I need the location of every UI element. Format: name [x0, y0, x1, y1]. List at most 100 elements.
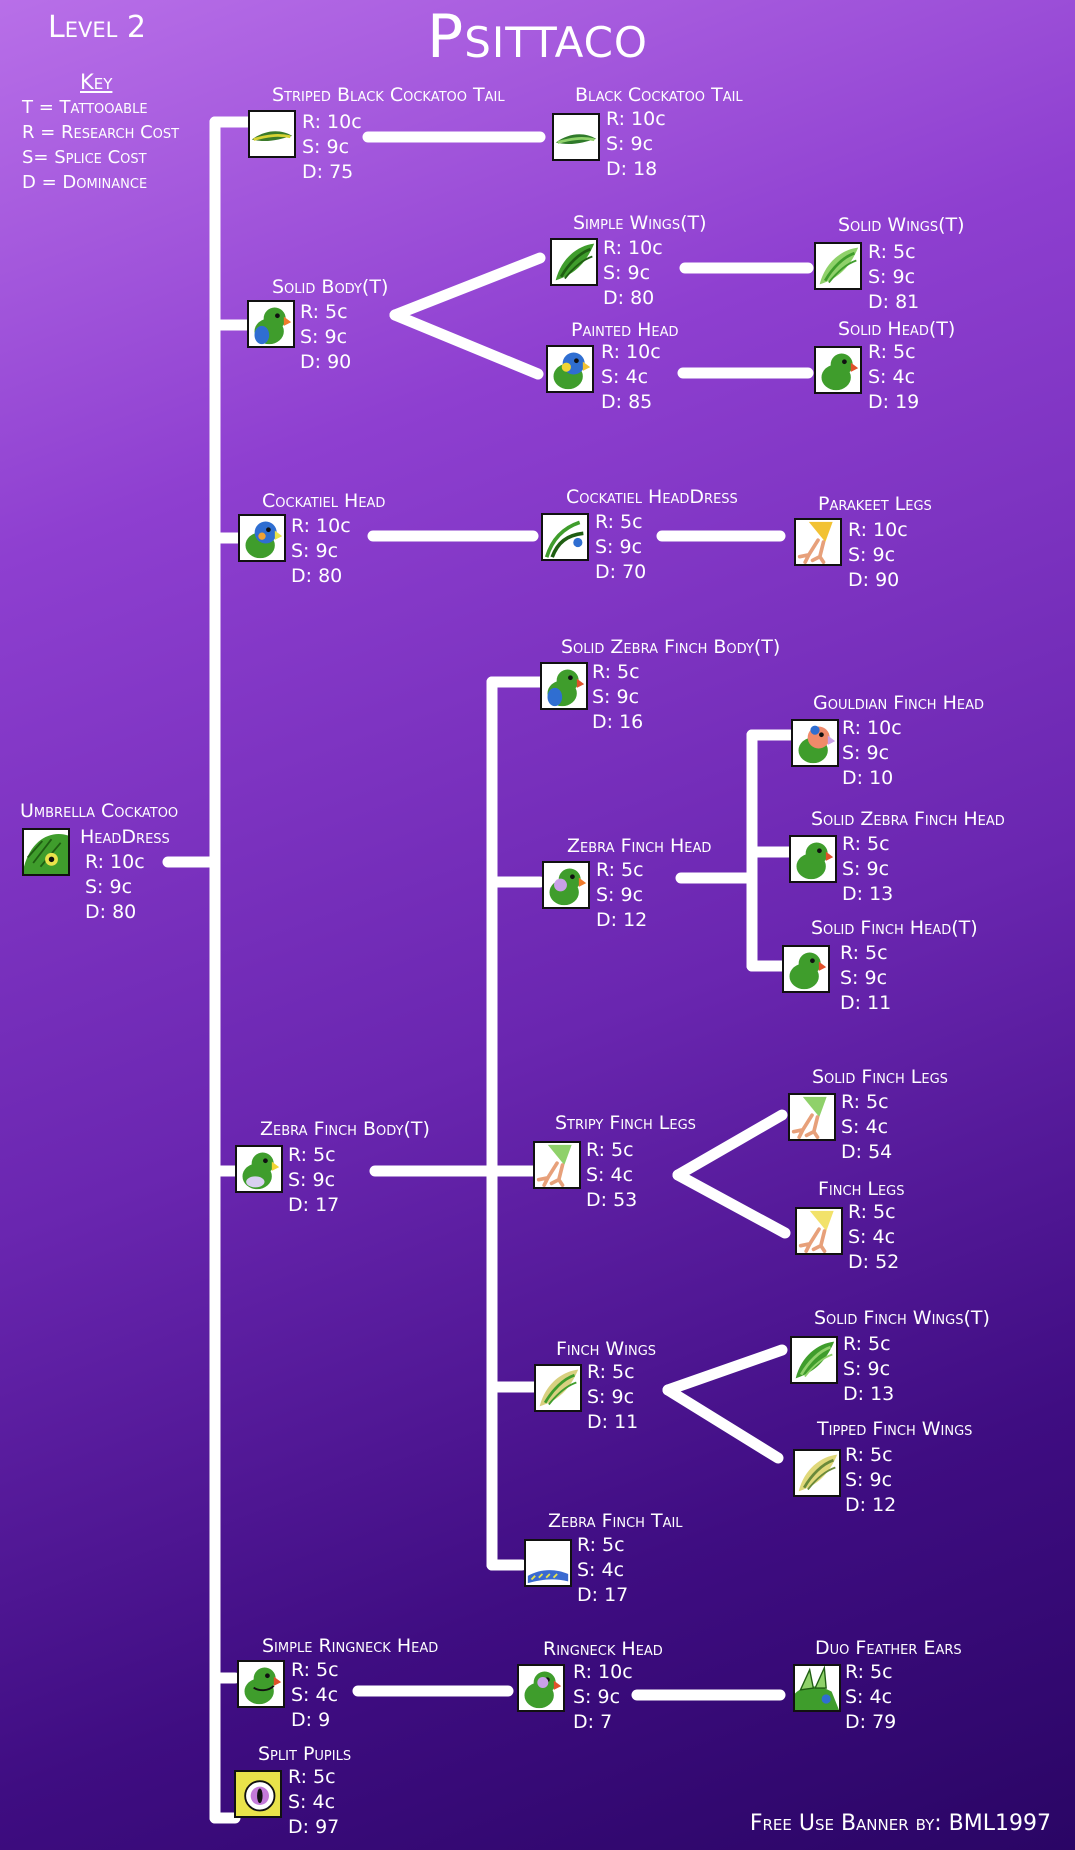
research-cost: R: 5c	[592, 661, 640, 683]
dominance: D: 19	[868, 391, 920, 413]
dominance: D: 16	[592, 711, 644, 733]
research-cost: R: 5c	[843, 1333, 891, 1355]
splice-cost: S: 9c	[596, 884, 644, 906]
gene-stats: R: 5c S: 9c D: 16	[592, 660, 643, 735]
splice-cost: S: 4c	[868, 366, 916, 388]
legend-item: T = Tattooable	[22, 97, 148, 118]
gene-stats: R: 5c S: 4c D: 52	[848, 1200, 899, 1275]
gene-name: Split Pupils	[258, 1743, 352, 1765]
gene-name: Solid Body(T)	[272, 276, 389, 298]
gene-name: Cockatiel Head	[262, 490, 386, 512]
splice-cost: S: 9c	[603, 262, 651, 284]
finch-wings-icon	[534, 1364, 582, 1412]
solid-finch-wings-icon	[790, 1336, 838, 1384]
gene-stats: R: 5c S: 4c D: 17	[577, 1533, 628, 1608]
dominance: D: 85	[601, 391, 653, 413]
gene-name: Striped Black Cockatoo Tail	[272, 84, 505, 106]
level-label: Level 2	[48, 10, 146, 45]
research-cost: R: 5c	[586, 1139, 634, 1161]
gene-name: Solid Zebra Finch Body(T)	[561, 636, 781, 658]
splice-cost: S: 9c	[840, 967, 888, 989]
gene-name: Zebra Finch Head	[567, 835, 712, 857]
stripy-to-solid-finch-legs-line	[672, 1109, 788, 1181]
dominance: D: 75	[302, 161, 354, 183]
dominance: D: 70	[595, 561, 647, 583]
dominance: D: 97	[288, 1816, 340, 1838]
gene-stats: R: 5c S: 4c D: 54	[841, 1090, 892, 1165]
gene-stats: R: 10c S: 9c D: 7	[573, 1660, 633, 1735]
dominance: D: 52	[848, 1251, 900, 1273]
research-cost: R: 10c	[842, 717, 902, 739]
finch-legs-icon	[795, 1207, 843, 1255]
research-cost: R: 5c	[841, 1091, 889, 1113]
dominance: D: 18	[606, 158, 658, 180]
splice-cost: S: 4c	[848, 1226, 896, 1248]
gene-stats: R: 5c S: 9c D: 11	[840, 941, 891, 1016]
gene-name: Solid Finch Head(T)	[811, 917, 978, 939]
research-cost: R: 10c	[848, 519, 908, 541]
dominance: D: 13	[842, 883, 894, 905]
parakeet-legs-icon	[794, 518, 842, 566]
dominance: D: 79	[845, 1711, 897, 1733]
page-title: Psittaco	[427, 2, 648, 72]
gene-name: Finch Legs	[818, 1178, 905, 1200]
umbrella-cockatoo-headdress-icon	[22, 828, 70, 876]
gene-stats: R: 5c S: 9c D: 81	[868, 240, 919, 315]
dominance: D: 10	[842, 767, 894, 789]
solid-body-to-painted-head-line	[389, 309, 544, 380]
credit-text: Free Use Banner by: BML1997	[749, 1811, 1051, 1836]
cockatiel-head-icon	[238, 514, 286, 562]
black-cockatoo-tail-icon	[552, 113, 600, 161]
gene-stats: R: 5c S: 4c D: 53	[586, 1138, 637, 1213]
research-cost: R: 5c	[596, 859, 644, 881]
gene-stats: R: 5c S: 9c D: 13	[843, 1332, 894, 1407]
dominance: D: 90	[300, 351, 352, 373]
solid-finch-head-icon	[782, 945, 830, 993]
gene-name-line2: HeadDress	[80, 826, 170, 848]
splice-cost: S: 9c	[842, 742, 890, 764]
research-cost: R: 5c	[288, 1144, 336, 1166]
research-cost: R: 10c	[291, 515, 351, 537]
research-cost: R: 10c	[573, 1661, 633, 1683]
gene-name: Painted Head	[571, 319, 679, 341]
research-cost: R: 5c	[868, 241, 916, 263]
split-pupils-icon	[234, 1770, 282, 1818]
splice-cost: S: 4c	[601, 366, 649, 388]
gene-stats: R: 10c S: 9c D: 80	[85, 850, 145, 925]
gene-name: Simple Ringneck Head	[262, 1635, 439, 1657]
gene-name: Umbrella Cockatoo	[20, 800, 179, 822]
gene-name: Duo Feather Ears	[815, 1637, 962, 1659]
solid-zebra-finch-body-icon	[540, 662, 588, 710]
legend-key: Key T = Tattooable R = Research Cost S= …	[22, 70, 179, 195]
painted-head-icon	[546, 345, 594, 393]
dominance: D: 12	[596, 909, 648, 931]
splice-cost: S: 9c	[587, 1386, 635, 1408]
gene-stats: R: 10c S: 9c D: 80	[603, 236, 663, 311]
gene-name: Solid Wings(T)	[838, 214, 965, 236]
splice-cost: S: 9c	[302, 136, 350, 158]
dominance: D: 11	[587, 1411, 639, 1433]
gene-stats: R: 10c S: 9c D: 18	[606, 107, 666, 182]
finch-wings-to-solid-line	[662, 1344, 788, 1396]
splice-cost: S: 4c	[586, 1164, 634, 1186]
solid-wings-icon	[814, 242, 862, 290]
gene-stats: R: 5c S: 9c D: 11	[587, 1360, 638, 1435]
research-cost: R: 5c	[300, 301, 348, 323]
gene-name: Solid Finch Legs	[812, 1066, 948, 1088]
gene-stats: R: 5c S: 9c D: 13	[842, 832, 893, 907]
zebra-finch-head-icon	[542, 861, 590, 909]
splice-cost: S: 9c	[842, 858, 890, 880]
gouldian-finch-head-icon	[791, 719, 839, 767]
gene-name: Black Cockatoo Tail	[575, 84, 743, 106]
research-cost: R: 5c	[577, 1534, 625, 1556]
striped-black-cockatoo-tail-icon	[248, 110, 296, 158]
dominance: D: 9	[291, 1709, 331, 1731]
gene-stats: R: 10c S: 9c D: 80	[291, 514, 351, 589]
research-cost: R: 5c	[845, 1661, 893, 1683]
gene-stats: R: 5c S: 9c D: 90	[300, 300, 351, 375]
legend-heading: Key	[80, 70, 113, 94]
splice-cost: S: 9c	[288, 1169, 336, 1191]
research-cost: R: 5c	[587, 1361, 635, 1383]
dominance: D: 80	[603, 287, 655, 309]
